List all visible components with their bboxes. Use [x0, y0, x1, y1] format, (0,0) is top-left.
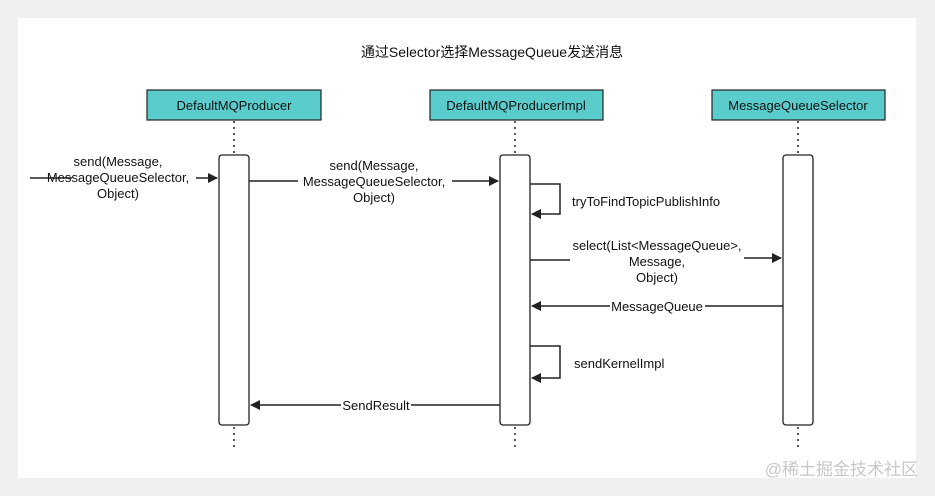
message-select: select(List<MessageQueue>, Message, Obje…	[530, 238, 782, 285]
participant-default-mq-producer: DefaultMQProducer	[146, 89, 322, 121]
watermark: @稀土掘金技术社区	[765, 460, 918, 479]
activation-bar-producer	[218, 154, 250, 426]
message-label: MessageQueueSelector,	[303, 174, 445, 189]
message-label: Object)	[353, 190, 395, 205]
message-send-to-impl: send(Message, MessageQueueSelector, Obje…	[249, 158, 499, 205]
message-label: send(Message,	[330, 158, 419, 173]
activation-bar-queue-selector	[782, 154, 814, 426]
participant-label: MessageQueueSelector	[728, 98, 868, 113]
message-label: tryToFindTopicPublishInfo	[572, 194, 720, 209]
message-send-external: send(Message, MessageQueueSelector, Obje…	[30, 154, 218, 201]
message-label: Object)	[636, 270, 678, 285]
message-label: Message,	[629, 254, 685, 269]
message-label: Object)	[97, 186, 139, 201]
activation-bar-producer-impl	[499, 154, 531, 426]
message-label: MessageQueue	[611, 299, 703, 314]
diagram-title: 通过Selector选择MessageQueue发送消息	[361, 44, 623, 60]
participant-label: DefaultMQProducerImpl	[446, 98, 586, 113]
participant-message-queue-selector: MessageQueueSelector	[711, 89, 886, 121]
message-send-kernel-impl: sendKernelImpl	[530, 345, 664, 383]
message-message-queue-return: MessageQueue	[531, 299, 783, 314]
message-label: SendResult	[342, 398, 410, 413]
message-label: select(List<MessageQueue>,	[572, 238, 741, 253]
participant-default-mq-producer-impl: DefaultMQProducerImpl	[429, 89, 604, 121]
participant-label: DefaultMQProducer	[177, 98, 293, 113]
message-try-to-find-topic: tryToFindTopicPublishInfo	[530, 183, 720, 219]
message-send-result-return: SendResult	[250, 398, 500, 413]
message-label: sendKernelImpl	[574, 356, 664, 371]
message-label: MessageQueueSelector,	[47, 170, 189, 185]
message-label: send(Message,	[74, 154, 163, 169]
